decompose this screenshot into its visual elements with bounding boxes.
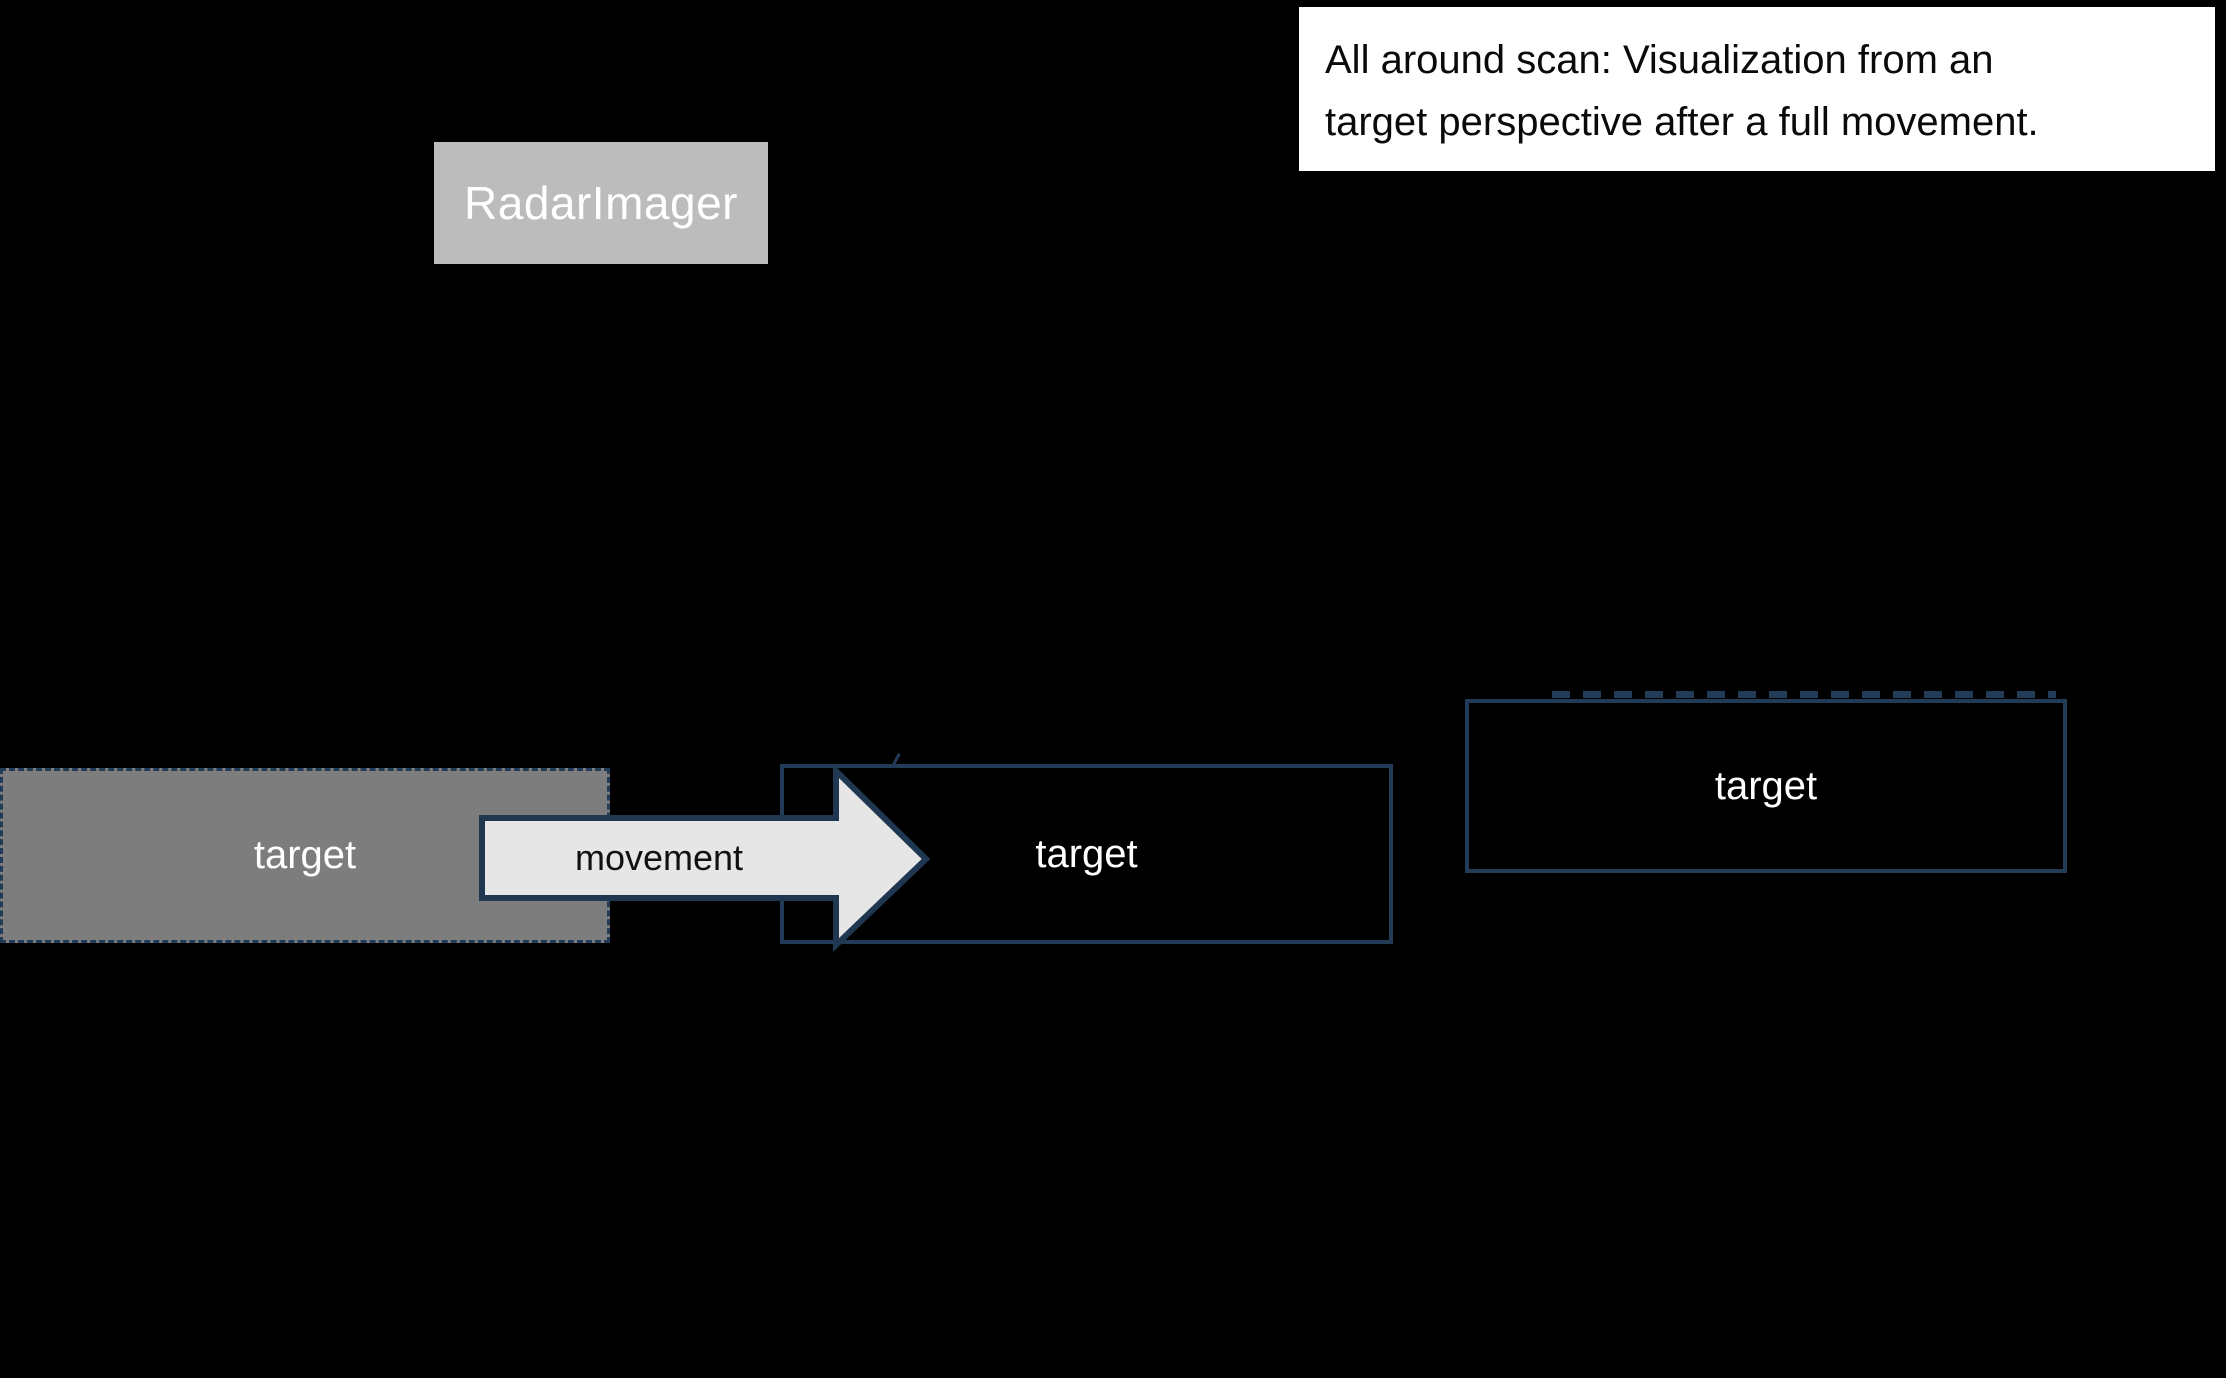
target-box-end: target <box>1465 699 2067 873</box>
annotation-line-2: target perspective after a full movement… <box>1325 100 2039 144</box>
dashed-line-artifact <box>1552 691 2056 698</box>
movement-arrow-label: movement <box>574 837 744 878</box>
radar-imager-label: RadarImager <box>464 177 738 229</box>
annotation-line-1: All around scan: Visualization from an <box>1325 38 1994 82</box>
movement-arrow <box>479 763 931 953</box>
radar-imager-box: RadarImager <box>434 142 768 264</box>
movement-arrow-shape <box>479 763 931 953</box>
target-end-label: target <box>1714 763 1818 808</box>
target-box-middle: target <box>780 764 1393 944</box>
target-middle-label: target <box>1035 831 1138 876</box>
annotation-box: All around scan: Visualization from an t… <box>1299 7 2215 171</box>
target-start-label: target <box>253 833 357 877</box>
